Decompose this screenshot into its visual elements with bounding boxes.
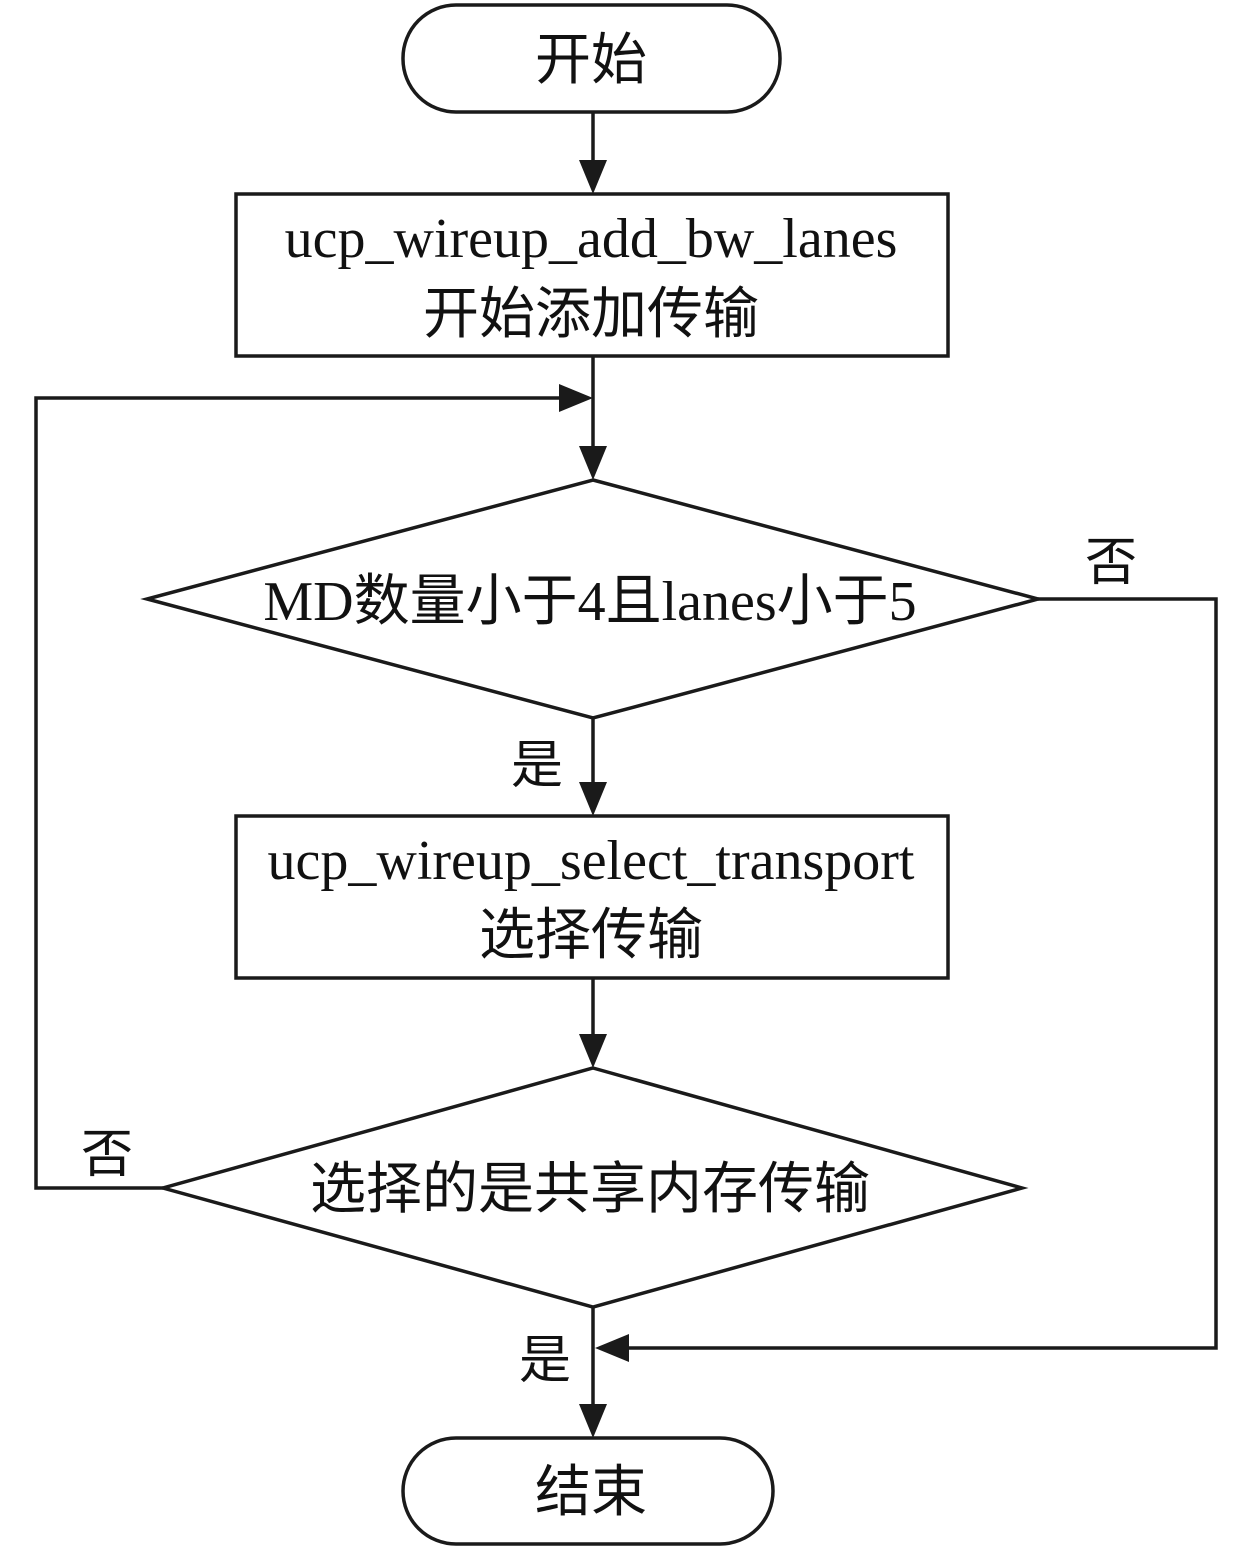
cond1-yes-label: 是 xyxy=(511,738,563,795)
start-label: 开始 xyxy=(535,30,647,92)
select-transport-func: ucp_wireup_select_transport xyxy=(268,830,915,892)
arrowhead-down-4 xyxy=(579,1034,607,1068)
arrowhead-left-1 xyxy=(595,1334,629,1362)
arrowhead-down-1 xyxy=(579,160,607,194)
add-bw-lanes-func: ucp_wireup_add_bw_lanes xyxy=(285,208,898,270)
cond2-yes-label: 是 xyxy=(519,1333,571,1390)
cond1-no-label: 否 xyxy=(1085,535,1137,592)
arrowhead-down-2 xyxy=(579,446,607,480)
edge-cond1-no xyxy=(625,597,1218,1350)
decision-shared-memory-label: 选择的是共享内存传输 xyxy=(310,1159,870,1221)
add-bw-lanes-desc: 开始添加传输 xyxy=(423,284,759,346)
cond2-no-label: 否 xyxy=(81,1127,133,1184)
decision-md-lanes-label: MD数量小于4且lanes小于5 xyxy=(263,571,916,633)
edge-cond2-no xyxy=(34,396,560,1190)
end-terminal xyxy=(401,1436,775,1546)
end-label: 结束 xyxy=(535,1462,647,1524)
arrowhead-down-5 xyxy=(579,1404,607,1438)
process-add-bw-lanes xyxy=(234,192,950,358)
select-transport-desc: 选择传输 xyxy=(479,905,703,967)
arrowhead-right-1 xyxy=(559,384,593,412)
arrowhead-down-3 xyxy=(579,782,607,816)
